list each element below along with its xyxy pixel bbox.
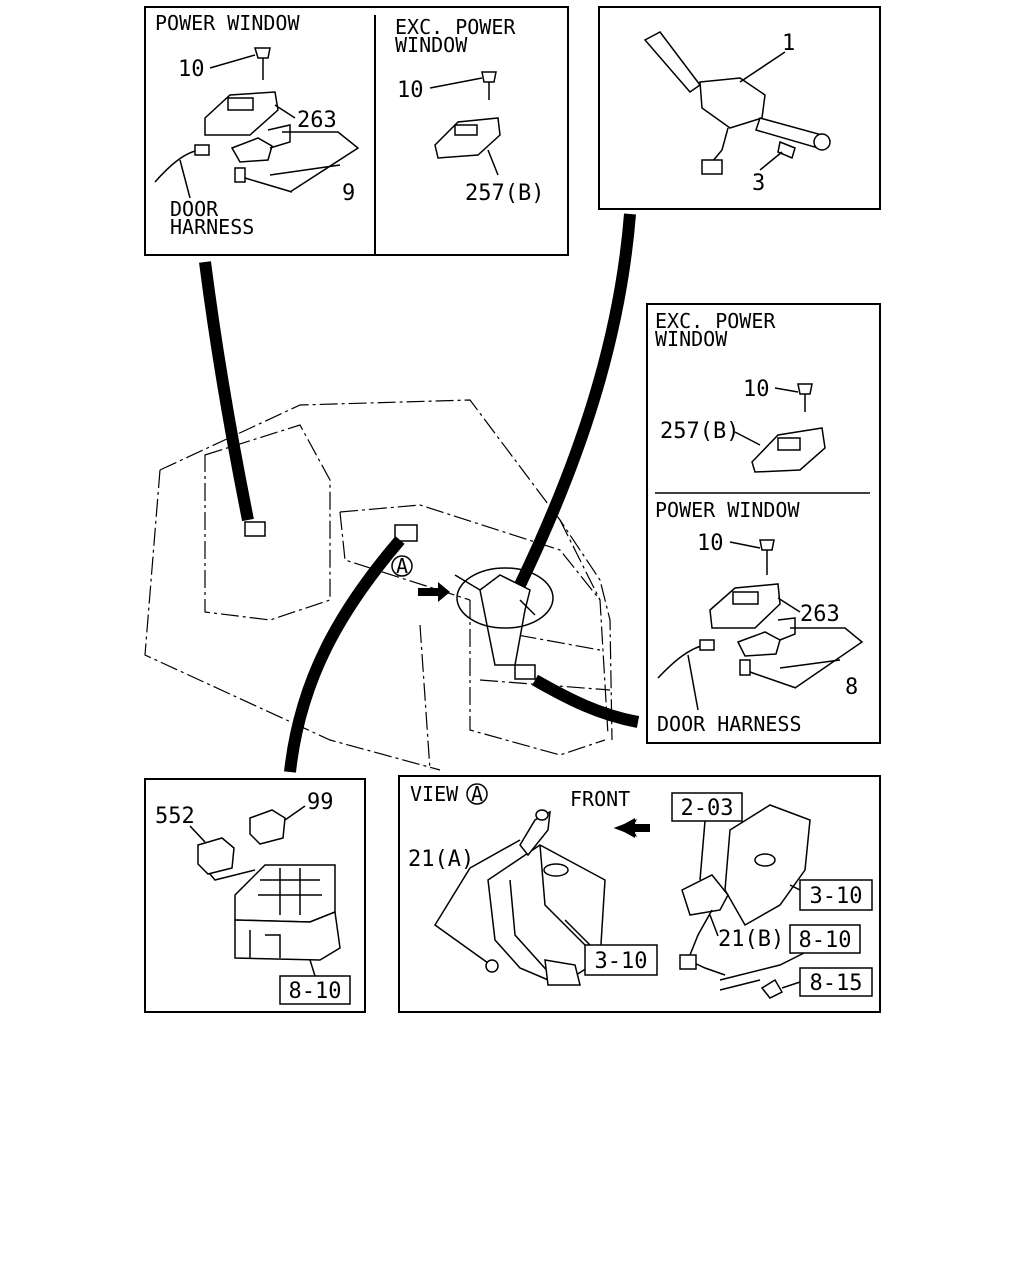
panel-right: EXC. POWER WINDOW 10 257(B) POWER WINDOW… [646, 303, 881, 744]
part-number: 552 [155, 804, 195, 829]
window-switch-icon [434, 117, 501, 159]
dash-connector-icon [394, 524, 418, 542]
ref-box [799, 967, 873, 997]
part-number: 263 [297, 108, 337, 133]
part-number: 10 [397, 78, 424, 103]
reference-label: 3-10 [595, 949, 648, 974]
leader-bands [199, 213, 640, 773]
part-number: 257(B) [465, 181, 544, 206]
steering-column-icon [479, 574, 531, 666]
reference-label: 2-03 [681, 796, 734, 821]
screw-icon [481, 71, 497, 83]
panel-title: POWER WINDOW [155, 11, 300, 35]
relay-icon [249, 809, 286, 845]
ref-box [799, 879, 873, 911]
panel-title: POWER WINDOW [655, 498, 800, 522]
reference-label: 8-10 [289, 979, 342, 1004]
panel-top-right: 1 3 [598, 6, 881, 210]
reference-label: 8-10 [799, 928, 852, 953]
view-label: VIEW [410, 782, 459, 806]
clip-icon [760, 978, 784, 999]
view-a-marker-label: A [396, 554, 408, 578]
panel-title: WINDOW [655, 327, 728, 351]
part-number: 1 [782, 31, 795, 56]
panel-title: EXC. POWER [655, 309, 776, 333]
pedal-bracket-icon [487, 844, 606, 986]
ref-box [789, 924, 861, 954]
right-door-switch-icon [514, 664, 536, 680]
part-number: 99 [307, 790, 334, 815]
part-number: 263 [800, 602, 840, 627]
harness-label: DOOR [170, 197, 219, 221]
part-number: 8 [845, 675, 858, 700]
door-switch-icon [244, 521, 266, 537]
part-number: 21(B) [718, 927, 784, 952]
part-number: 9 [342, 181, 355, 206]
sensor-icon [519, 810, 551, 857]
part-number: 257(B) [660, 419, 739, 444]
panel-title: WINDOW [395, 33, 468, 57]
front-arrow-icon [418, 582, 450, 602]
screw-icon [797, 383, 813, 395]
switch-plate-icon [681, 874, 729, 916]
front-label: FRONT [570, 787, 630, 811]
part-number: 21(A) [408, 847, 474, 872]
part-number: 10 [178, 57, 205, 82]
bolt-icon [234, 167, 246, 183]
view-a-marker-label: A [471, 782, 483, 806]
vehicle-interior-outline: A [144, 399, 613, 771]
view-a-marker [391, 555, 413, 577]
reference-label: 8-15 [810, 971, 863, 996]
harness-label: DOOR HARNESS [657, 712, 802, 736]
window-switch-icon [204, 91, 279, 136]
module-icon [736, 631, 781, 657]
screw-icon [253, 47, 271, 59]
view-a-marker [466, 783, 488, 805]
window-switch-icon [709, 583, 781, 629]
harness-label: HARNESS [170, 215, 254, 239]
part-number: 10 [697, 531, 724, 556]
relay-icon [197, 837, 235, 875]
screw-icon [759, 539, 775, 551]
ref-box [279, 975, 351, 1005]
bolt-icon [739, 659, 751, 676]
front-arrow-icon [617, 818, 650, 838]
panel-title: EXC. POWER [395, 15, 516, 39]
part-number: 3 [752, 171, 765, 196]
screw-icon [777, 140, 796, 160]
panel-bottom-right: VIEW A FRONT 21(A) 3-10 2-03 3-10 21(B) [398, 775, 881, 1013]
panel-top-left: POWER WINDOW 10 263 9 DOOR HARNESS EXC. … [144, 6, 569, 256]
ref-box [671, 792, 743, 822]
part-number: 10 [743, 377, 770, 402]
reference-label: 3-10 [810, 884, 863, 909]
panel-bottom-left: 552 99 8-10 [144, 778, 366, 1013]
module-icon [230, 137, 273, 163]
ref-box [584, 944, 658, 976]
